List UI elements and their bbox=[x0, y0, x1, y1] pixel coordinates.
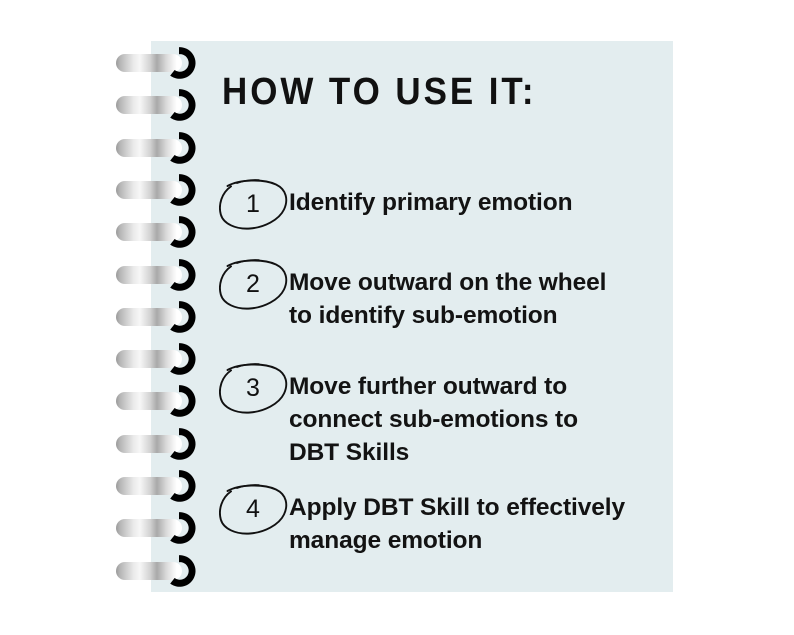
notebook-page bbox=[151, 41, 673, 592]
step-number-badge: 1 bbox=[219, 178, 289, 230]
hand-drawn-oval-icon bbox=[219, 179, 288, 230]
step-text: Identify primary emotion bbox=[289, 178, 573, 219]
step-text-line: Move outward on the wheel bbox=[289, 269, 607, 296]
step-text-line: Move further outward to bbox=[289, 373, 568, 400]
list-item-step-4: 4 Apply DBT Skill to effectively manage … bbox=[219, 483, 625, 557]
list-item-step-1: 1 Identify primary emotion bbox=[219, 178, 573, 230]
step-number-badge: 4 bbox=[219, 483, 289, 535]
step-text: Move outward on the wheel to identify su… bbox=[289, 258, 606, 332]
step-text-line: connect sub-emotions to bbox=[289, 406, 578, 433]
hand-drawn-oval-icon bbox=[219, 259, 288, 310]
step-number: 1 bbox=[246, 189, 260, 218]
step-number-badge: 2 bbox=[219, 258, 289, 310]
step-text-line: to identify sub-emotion bbox=[289, 302, 558, 329]
page-title: HOW TO USE IT: bbox=[222, 71, 537, 113]
step-text-line: Apply DBT Skill to effectively bbox=[289, 494, 625, 521]
hand-drawn-oval-icon bbox=[219, 484, 288, 535]
step-number: 4 bbox=[246, 494, 260, 523]
step-text: Apply DBT Skill to effectively manage em… bbox=[289, 483, 625, 557]
step-text-line: Identify primary emotion bbox=[289, 189, 573, 216]
step-number: 3 bbox=[246, 373, 260, 402]
hand-drawn-oval-icon bbox=[219, 363, 288, 414]
step-text: Move further outward to connect sub-emot… bbox=[289, 362, 578, 469]
step-number: 2 bbox=[246, 269, 260, 298]
step-number-badge: 3 bbox=[219, 362, 289, 414]
step-text-line: manage emotion bbox=[289, 527, 483, 554]
step-text-line: DBT Skills bbox=[289, 439, 410, 466]
list-item-step-2: 2 Move outward on the wheel to identify … bbox=[219, 258, 606, 332]
list-item-step-3: 3 Move further outward to connect sub-em… bbox=[219, 362, 578, 469]
